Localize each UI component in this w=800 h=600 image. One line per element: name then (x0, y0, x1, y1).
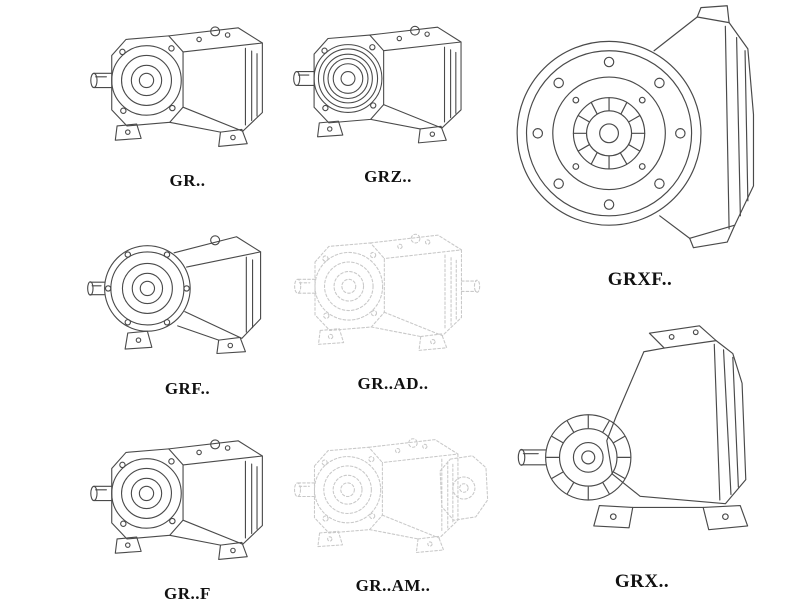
model-label-gr-am: GR..AM.. (355, 576, 431, 596)
gearbox-drawing-gr (90, 26, 263, 147)
gearbox-drawing-gr-ad (289, 210, 497, 370)
model-label-gr-f: GR..F (164, 583, 211, 600)
model-label-grf: GRF.. (164, 378, 211, 398)
model-label-grz: GRZ.. (364, 166, 412, 186)
model-label-grx: GRX.. (614, 570, 670, 592)
figure-grx: GRX.. (492, 298, 792, 593)
gearbox-drawing-grx (517, 325, 749, 531)
model-label-grxf: GRXF.. (607, 268, 673, 290)
gearbox-drawing-gr-f (90, 439, 263, 560)
figure-gr-f: GR..F (85, 415, 290, 600)
gearbox-drawing-grxf (516, 5, 755, 249)
figure-grf: GRF.. (85, 210, 290, 399)
figure-grxf: GRXF.. (492, 2, 788, 291)
figure-gr: GR.. (85, 2, 290, 191)
model-label-gr-ad: GR..AD.. (357, 374, 429, 394)
gearbox-drawing-grf (87, 235, 262, 355)
figure-grz: GRZ.. (288, 2, 488, 187)
gearbox-drawing-grz (288, 2, 488, 163)
model-label-gr: GR.. (169, 170, 206, 190)
figure-gr-ad: GR..AD.. (288, 210, 498, 394)
figure-gr-am: GR..AM.. (288, 415, 498, 596)
gearbox-drawing-gr-am (289, 415, 497, 572)
